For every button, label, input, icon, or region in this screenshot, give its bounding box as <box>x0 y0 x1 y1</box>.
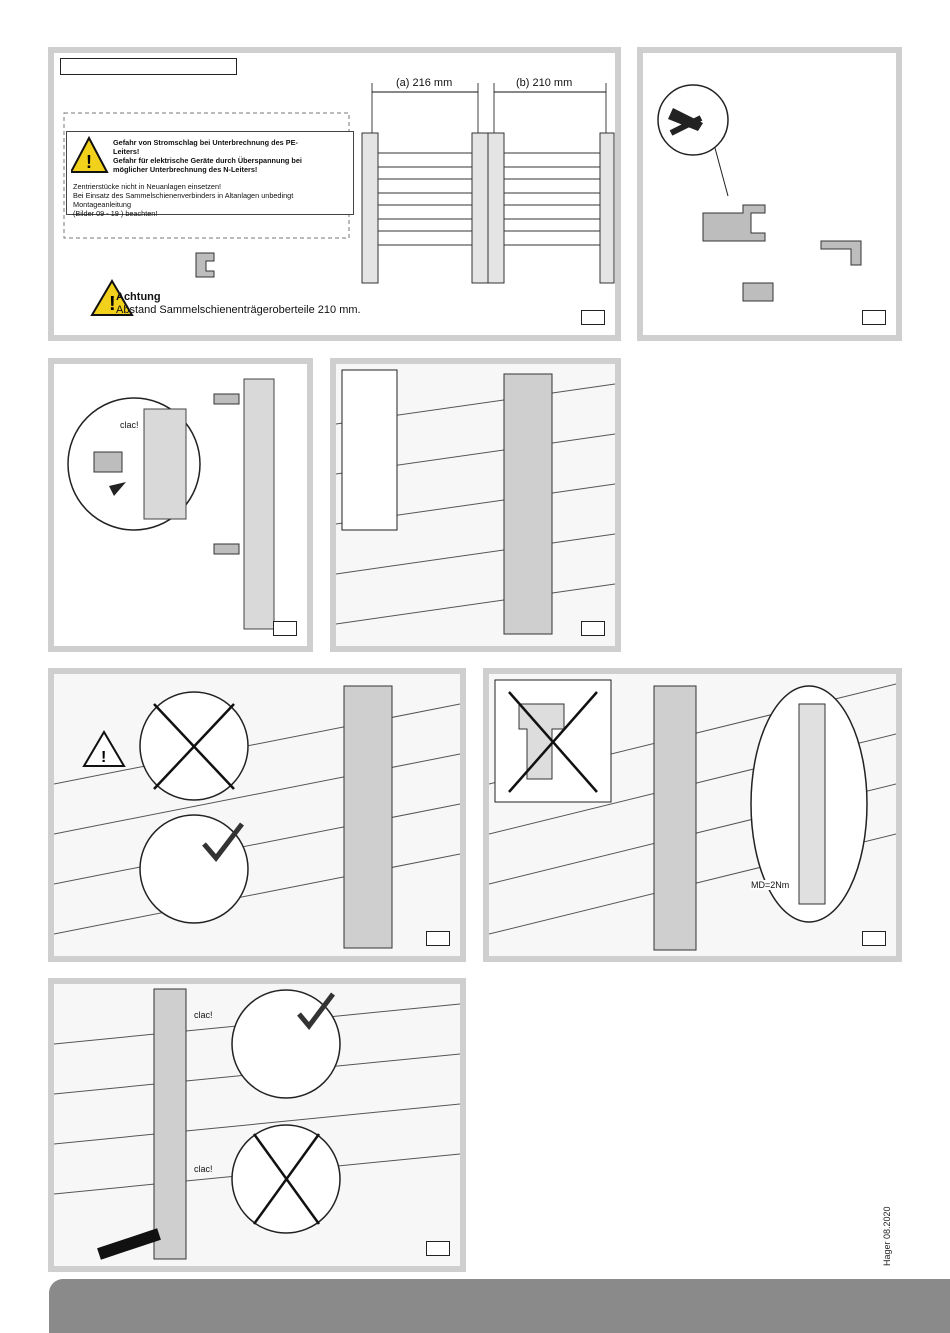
panel-step-7: clac! clac! hager hager <box>48 978 466 1272</box>
svg-text:!: ! <box>86 152 92 172</box>
clac-top-label: clac! <box>194 1010 213 1020</box>
note-line-2: Bei Einsatz des Sammelschienenverbinders… <box>73 191 294 210</box>
step-number-box <box>862 310 886 325</box>
svg-text:!: ! <box>109 293 116 315</box>
step-number-box <box>862 931 886 946</box>
note-line-1: Zentrierstücke nicht in Neuanlagen einse… <box>73 182 222 191</box>
step-number-box <box>426 1241 450 1256</box>
panel-step-6: MD=2Nm <box>483 668 902 962</box>
panel-step-3: clac! <box>48 358 313 652</box>
step-number-box <box>581 310 605 325</box>
warning-triangle-icon <box>71 136 109 173</box>
panel-step-1: (a) 216 mm (b) 210 mm ! ! Gefahr v <box>48 47 621 341</box>
footer-bar <box>49 1279 950 1333</box>
step-number-box <box>273 621 297 636</box>
step-number-box <box>426 931 450 946</box>
dimension-a-label: (a) 216 mm <box>396 77 453 89</box>
clac-label: clac! <box>120 420 139 430</box>
warning-line-2: Leiters! <box>113 147 140 157</box>
busbar-rail-drawing: ! <box>63 83 615 316</box>
achtung-title: Achtung <box>116 291 161 303</box>
cutting-pliers-drawing <box>657 84 862 302</box>
warning-line-4: möglicher Unterbrechnung des N-Leiters! <box>113 165 258 175</box>
warning-line-3: Gefahr für elektrische Geräte durch Über… <box>113 156 302 166</box>
step-number-box <box>581 621 605 636</box>
installation-overview-drawing <box>336 364 615 646</box>
title-blank-box <box>60 58 237 75</box>
note-line-3: (Bilder 09 - 19 ) beachten! <box>73 209 158 219</box>
carrier-clip-drawing <box>67 378 275 630</box>
panel-step-5: ! <box>48 668 466 962</box>
torque-label: MD=2Nm <box>751 880 790 890</box>
brand-bottom-label: hager <box>260 1157 275 1189</box>
panel-step-2 <box>637 47 902 341</box>
svg-text:!: ! <box>101 749 106 766</box>
screw-torque-drawing <box>489 674 896 956</box>
warning-line-1: Gefahr von Stromschlag bei Unterbrechnun… <box>113 138 298 147</box>
achtung-text: Abstand Sammelschienenträgeroberteile 21… <box>116 304 361 316</box>
carrier-latch-drawing <box>54 984 460 1266</box>
brand-top-label: hager <box>260 1025 275 1057</box>
footer-side-text: Hager 08.2020 <box>882 1206 892 1266</box>
alignment-check-drawing: ! <box>54 674 460 956</box>
panel-step-4 <box>330 358 621 652</box>
dimension-b-label: (b) 210 mm <box>516 77 573 89</box>
clac-mid-label: clac! <box>194 1164 213 1174</box>
warning-label: ! Gefahr von Stromschlag bei Unterbrechn… <box>66 131 354 219</box>
